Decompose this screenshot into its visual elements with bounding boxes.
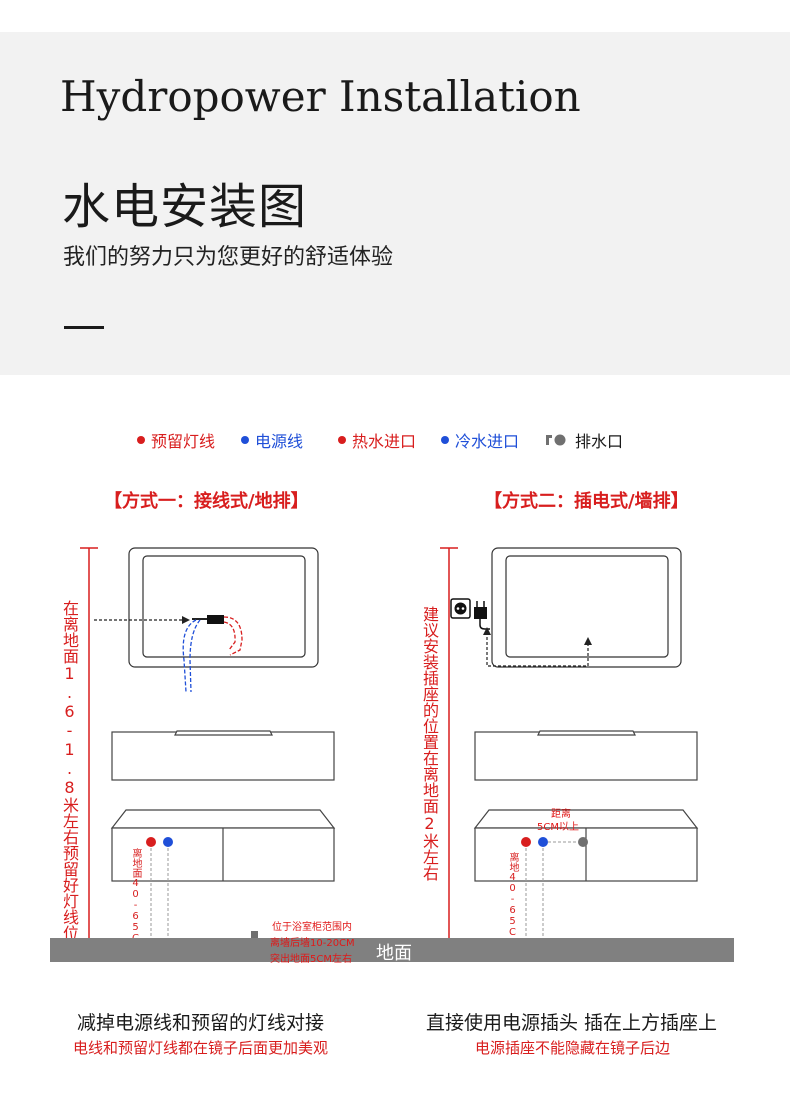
method1-height-note: 在离地面1.6-1.8米左右预留好灯线位置 — [60, 600, 79, 957]
method2-caption-sub: 电源插座不能隐藏在镜子后边 — [475, 1039, 671, 1057]
page-title-en: Hydropower Installation — [60, 72, 581, 121]
drain-distance-label-2: 5CM以上 — [537, 822, 579, 833]
method2-socket-icon — [450, 598, 471, 619]
method2-caption: 直接使用电源插头 插在上方插座上 — [426, 1012, 718, 1034]
drain-note-3: 突出地面5CM左右 — [270, 954, 352, 965]
method2-water-pipes — [521, 837, 588, 938]
blue-dot-icon — [241, 436, 249, 444]
method1-caption: 减掉电源线和预留的灯线对接 — [77, 1012, 325, 1034]
method1-upper-cabinet — [111, 730, 335, 781]
method1-drain — [251, 931, 258, 938]
method2-water-height: 离地40-65CM — [507, 852, 518, 949]
method2-upper-cabinet — [474, 730, 698, 781]
legend-item-drain: 排水口 — [545, 428, 623, 452]
legend-item-cold-water: 冷水进口 — [441, 428, 519, 452]
method2-height-note: 建议安装插座的位置在离地面2米左右 — [420, 606, 439, 881]
method1-wire-arrow — [94, 615, 243, 693]
method2-mirror — [491, 547, 682, 668]
cold-water-inlet — [163, 837, 173, 847]
drain-outlet — [578, 837, 588, 847]
method1-water-pipes — [146, 837, 173, 938]
blue-dot-icon — [441, 436, 449, 444]
hero-banner: Hydropower Installation 水电安装图 我们的努力只为您更好… — [0, 32, 790, 375]
hot-water-inlet — [521, 837, 531, 847]
page-subtitle: 我们的努力只为您更好的舒适体验 — [63, 245, 394, 270]
method2-plug-icon — [474, 601, 490, 630]
drain-icon — [546, 434, 566, 446]
drain-distance-label-1: 距离 — [551, 809, 571, 820]
title-underline — [64, 326, 104, 329]
method2-title: 【方式二：插电式/墙排】 — [484, 491, 689, 512]
method1-title: 【方式一：接线式/地排】 — [104, 491, 309, 512]
red-dot-icon — [338, 436, 346, 444]
floor-label: 地面 — [376, 943, 412, 964]
method1-lower-cabinet — [110, 809, 336, 882]
method1-water-height: 离地面40-65CM — [130, 848, 141, 955]
cold-water-inlet — [538, 837, 548, 847]
method2-cable-path — [483, 627, 592, 667]
legend-item-light-wire: 预留灯线 — [137, 428, 215, 452]
legend-item-power-wire: 电源线 — [241, 428, 303, 452]
red-dot-icon — [137, 436, 145, 444]
method2-lower-cabinet — [473, 809, 699, 882]
drain-note-2: 离墙后墙10-20CM — [270, 938, 355, 949]
legend-item-hot-water: 热水进口 — [338, 428, 416, 452]
page-title-cn: 水电安装图 — [62, 179, 308, 235]
method1-mirror — [128, 547, 319, 668]
legend: 预留灯线 电源线 热水进口 冷水进口 排水口 — [0, 428, 790, 452]
drain-note-1: 位于浴室柜范围内 — [272, 922, 352, 933]
floor-bar — [50, 938, 734, 962]
hot-water-inlet — [146, 837, 156, 847]
method1-height-ruler — [80, 547, 98, 938]
method1-caption-sub: 电线和预留灯线都在镜子后面更加美观 — [73, 1039, 329, 1057]
method2-height-ruler — [440, 547, 458, 938]
